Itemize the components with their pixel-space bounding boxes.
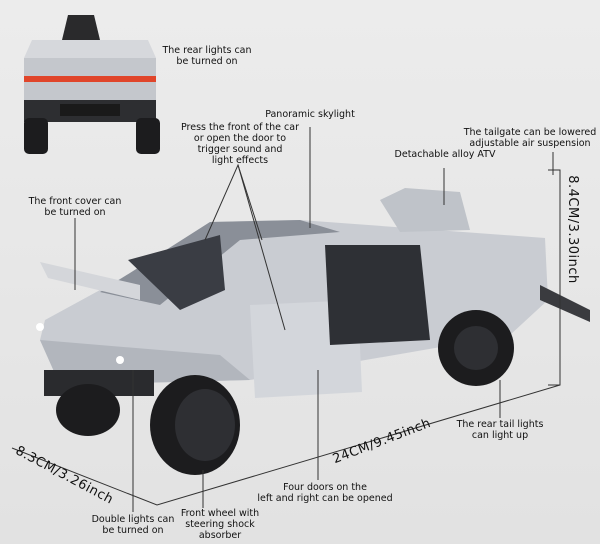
callout-sound-light: Press the front of the car or open the d… <box>181 122 299 166</box>
rear-light-bar <box>24 76 156 82</box>
callout-atv: Detachable alloy ATV <box>394 149 496 160</box>
main-truck <box>36 188 590 475</box>
open-front-cover <box>40 262 140 300</box>
callout-front-wheel: Front wheel with steering shock absorber <box>180 508 260 541</box>
rear-view-truck <box>24 15 160 154</box>
callout-tailgate: The tailgate can be lowered adjustable a… <box>463 127 597 149</box>
callout-rear-lights: The rear lights can be turned on <box>162 45 252 67</box>
leader-lines <box>11 127 561 512</box>
callout-front-cover: The front cover can be turned on <box>28 196 122 218</box>
dimension-height: 8.4CM/3.30inch <box>564 175 580 284</box>
callout-rear-tail-lights: The rear tail lights can light up <box>456 419 544 441</box>
headlight <box>36 323 44 331</box>
callout-skylight: Panoramic skylight <box>265 109 355 120</box>
callout-four-doors: Four doors on the left and right can be … <box>257 482 393 504</box>
atv <box>380 188 470 232</box>
callout-double-lights: Double lights can be turned on <box>91 514 175 536</box>
tailgate <box>540 285 590 322</box>
